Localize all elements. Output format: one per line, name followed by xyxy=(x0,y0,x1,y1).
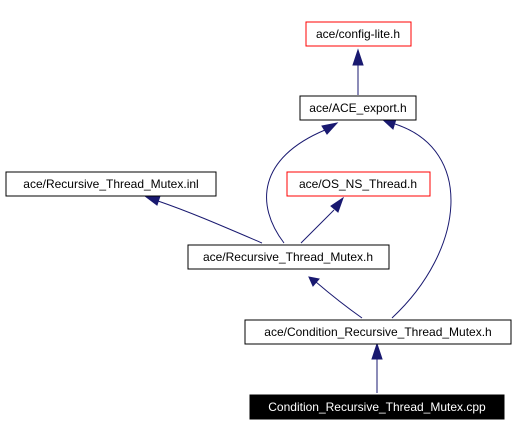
edge-rtm-h-to-ace-export xyxy=(266,122,339,244)
node-recursive-thread-mutex-h[interactable]: ace/Recursive_Thread_Mutex.h xyxy=(187,244,390,270)
edge-ace-export-to-config-lite xyxy=(352,48,364,95)
svg-text:ace/config-lite.h: ace/config-lite.h xyxy=(316,27,400,41)
node-os-ns-thread-h[interactable]: ace/OS_NS_Thread.h xyxy=(286,171,431,197)
svg-text:ace/OS_NS_Thread.h: ace/OS_NS_Thread.h xyxy=(299,177,417,191)
edge-crtm-cpp-to-crtm-h xyxy=(371,342,383,393)
svg-text:ace/ACE_export.h: ace/ACE_export.h xyxy=(309,101,406,115)
node-recursive-thread-mutex-inl[interactable]: ace/Recursive_Thread_Mutex.inl xyxy=(5,171,217,197)
svg-text:ace/Condition_Recursive_Thread: ace/Condition_Recursive_Thread_Mutex.h xyxy=(264,325,491,339)
svg-text:ace/Recursive_Thread_Mutex.h: ace/Recursive_Thread_Mutex.h xyxy=(203,250,373,264)
svg-text:ace/Recursive_Thread_Mutex.inl: ace/Recursive_Thread_Mutex.inl xyxy=(23,177,198,191)
node-condition-recursive-thread-mutex-h[interactable]: ace/Condition_Recursive_Thread_Mutex.h xyxy=(244,319,512,345)
node-ace-export-h[interactable]: ace/ACE_export.h xyxy=(299,95,417,121)
edges-layer xyxy=(143,48,452,393)
edge-crtm-h-to-rtm-h xyxy=(308,276,363,319)
node-condition-recursive-thread-mutex-cpp[interactable]: Condition_Recursive_Thread_Mutex.cpp xyxy=(249,394,505,420)
edge-rtm-h-to-os-ns-thread xyxy=(300,196,344,244)
svg-text:Condition_Recursive_Thread_Mut: Condition_Recursive_Thread_Mutex.cpp xyxy=(268,400,486,414)
edge-rtm-h-to-rtm-inl xyxy=(143,195,263,244)
node-config-lite-h[interactable]: ace/config-lite.h xyxy=(305,21,412,47)
edge-crtm-h-to-ace-export xyxy=(379,117,452,319)
nodes-layer: ace/config-lite.h ace/ACE_export.h ace/R… xyxy=(5,21,512,420)
